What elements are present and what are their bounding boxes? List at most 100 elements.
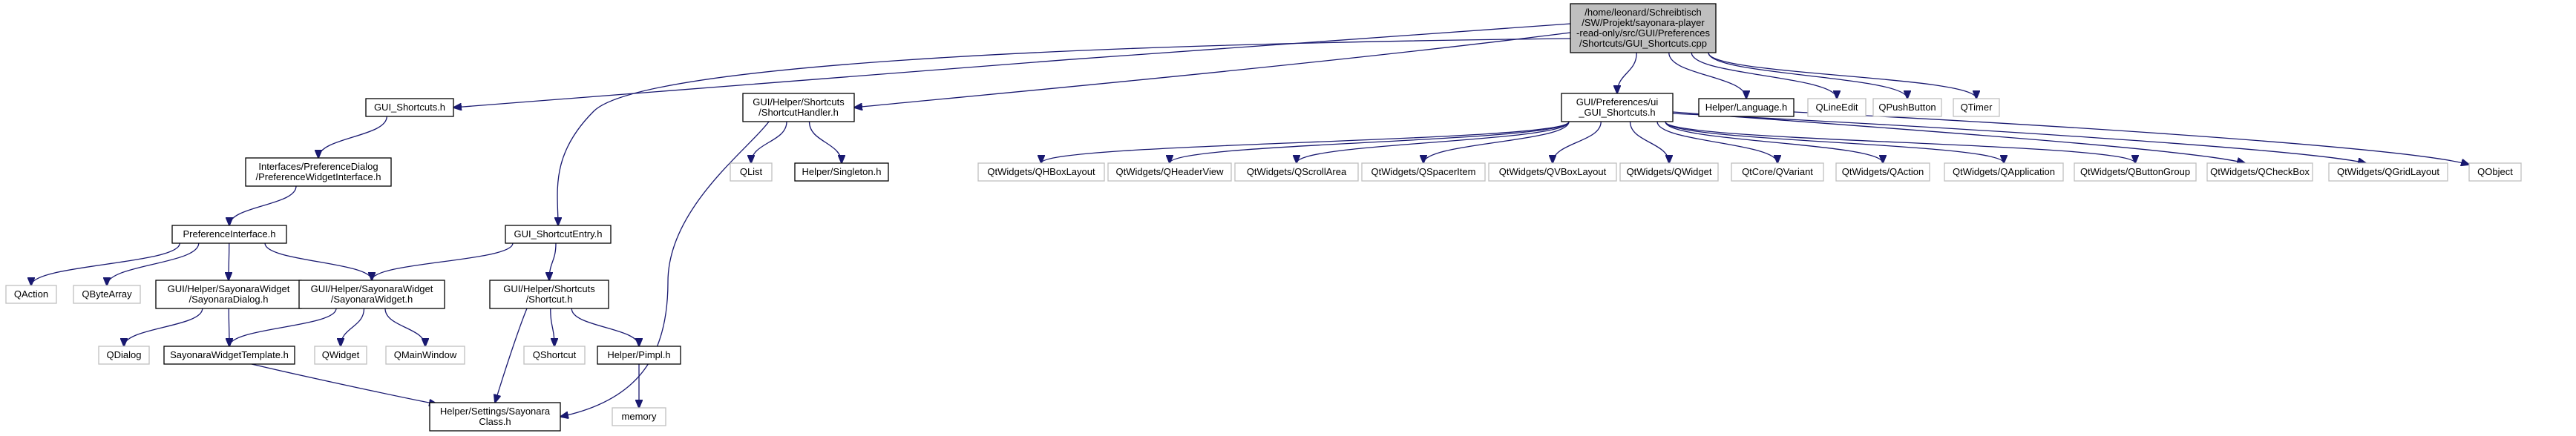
- node-shortcut-h[interactable]: GUI/Helper/Shortcuts/Shortcut.h: [489, 280, 609, 309]
- include-edge: [751, 121, 787, 163]
- node-qwidgets-qwidget: QtWidgets/QWidget: [1619, 162, 1719, 182]
- edge-root-to-shortcut-handler-h: [854, 32, 1571, 108]
- node-qshortcut: QShortcut: [523, 346, 586, 365]
- node-box: [73, 285, 141, 304]
- node-label-line: _GUI_Shortcuts.h: [1578, 107, 1655, 118]
- node-label-line: /PreferenceWidgetInterface.h: [255, 171, 381, 182]
- include-edge: [1617, 52, 1637, 93]
- edge-gui-shortcut-entry-h-to-sayonara-widget-h: [372, 242, 514, 280]
- include-edge: [549, 242, 557, 280]
- node-box: [163, 346, 295, 365]
- node-root[interactable]: /home/leonard/Schreibtisch/SW/Projekt/sa…: [1570, 3, 1717, 53]
- include-edge: [372, 242, 514, 280]
- node-label-line: GUI/Helper/SayonaraWidget: [311, 283, 433, 294]
- node-box: [171, 225, 287, 244]
- edge-ui-gui-shortcuts-h-to-qvariant: [1656, 121, 1777, 163]
- edge-sayonara-widget-h-to-qwidget: [341, 308, 365, 346]
- node-qheaderview: QtWidgets/QHeaderView: [1107, 162, 1232, 182]
- include-edge: [264, 242, 372, 280]
- node-label-line: QtCore/QVariant: [1742, 166, 1813, 177]
- node-box: [489, 280, 609, 309]
- include-edge: [1665, 121, 2135, 163]
- include-edge: [251, 363, 437, 404]
- edge-gui-shortcuts-h-to-pref-widget-interface-h: [318, 116, 387, 158]
- include-edge: [1672, 113, 2366, 163]
- node-box: [1619, 162, 1719, 182]
- node-sayonara-widget-template-h[interactable]: SayonaraWidgetTemplate.h: [163, 346, 295, 365]
- node-label-line: SayonaraWidgetTemplate.h: [170, 349, 289, 360]
- node-label-line: GUI/Helper/SayonaraWidget: [168, 283, 290, 294]
- node-box: [1107, 162, 1232, 182]
- node-ui-gui-shortcuts-h[interactable]: GUI/Preferences/ui_GUI_Shortcuts.h: [1561, 93, 1674, 122]
- include-edge: [854, 32, 1571, 108]
- edge-ui-gui-shortcuts-h-to-qaction-w: [1665, 121, 1883, 163]
- node-label-line: GUI/Preferences/ui: [1576, 96, 1659, 108]
- node-label-line: /home/leonard/Schreibtisch: [1584, 7, 1702, 18]
- node-shortcut-handler-h[interactable]: GUI/Helper/Shortcuts/ShortcutHandler.h: [742, 93, 855, 122]
- node-qscrollarea: QtWidgets/QScrollArea: [1234, 162, 1359, 182]
- node-qaction-w: QtWidgets/QAction: [1835, 162, 1930, 182]
- include-edge: [495, 308, 528, 403]
- node-sayonara-widget-h[interactable]: GUI/Helper/SayonaraWidget/SayonaraWidget…: [298, 280, 445, 309]
- include-edge: [1041, 121, 1570, 163]
- include-edge: [31, 242, 180, 285]
- include-edge: [808, 121, 842, 163]
- node-label-line: -read-only/src/GUI/Preferences: [1576, 27, 1710, 39]
- include-edge: [1672, 111, 2245, 163]
- edge-sayonara-widget-h-to-qmainwindow: [384, 308, 425, 346]
- edge-pref-widget-interface-h-to-preference-interface-h: [229, 185, 297, 225]
- node-qbuttongroup: QtWidgets/QButtonGroup: [2074, 162, 2197, 182]
- node-box: [742, 93, 855, 122]
- node-helper-language-h[interactable]: Helper/Language.h: [1698, 98, 1795, 117]
- edge-shortcut-handler-h-to-qlist: [751, 121, 787, 163]
- edge-shortcut-h-to-helper-pimpl-h: [571, 308, 639, 346]
- node-label-line: QtWidgets/QAction: [1842, 166, 1924, 177]
- edge-ui-gui-shortcuts-h-to-qapplication: [1665, 121, 2004, 163]
- node-preference-interface-h[interactable]: PreferenceInterface.h: [171, 225, 287, 244]
- node-box: [977, 162, 1105, 182]
- node-label-line: QLineEdit: [1815, 102, 1858, 113]
- node-gui-shortcuts-h[interactable]: GUI_Shortcuts.h: [365, 98, 454, 117]
- include-edge: [1793, 111, 2469, 165]
- node-gui-shortcut-entry-h[interactable]: GUI_ShortcutEntry.h: [505, 225, 612, 244]
- node-box: [1488, 162, 1617, 182]
- node-pref-widget-interface-h[interactable]: Interfaces/PreferenceDialog/PreferenceWi…: [245, 157, 392, 187]
- node-qlist: QList: [730, 162, 773, 182]
- node-box: [597, 346, 681, 365]
- node-box: [1698, 98, 1795, 117]
- edge-root-to-qpushbutton: [1708, 52, 1907, 99]
- node-qhboxlayout: QtWidgets/QHBoxLayout: [977, 162, 1105, 182]
- node-qmainwindow: QMainWindow: [385, 346, 465, 365]
- include-edge: [1665, 121, 1883, 163]
- node-label-line: Class.h: [479, 416, 511, 427]
- node-label-line: QtWidgets/QScrollArea: [1247, 166, 1347, 177]
- node-label-line: Interfaces/PreferenceDialog: [258, 161, 378, 172]
- node-sayonara-dialog-h[interactable]: GUI/Helper/SayonaraWidget/SayonaraDialog…: [155, 280, 302, 309]
- include-edge: [229, 308, 337, 346]
- node-label-line: memory: [622, 411, 657, 422]
- node-box: [730, 162, 773, 182]
- node-qdialog: QDialog: [98, 346, 150, 365]
- node-label-line: /SayonaraDialog.h: [189, 294, 269, 305]
- node-qgridlayout: QtWidgets/QGridLayout: [2328, 162, 2448, 182]
- node-box: [1944, 162, 2064, 182]
- edge-root-to-ui-gui-shortcuts-h: [1617, 52, 1637, 93]
- edge-sayonara-widget-template-h-to-sayonara-class-h: [251, 363, 437, 404]
- node-box: [1807, 98, 1867, 117]
- node-label-line: PreferenceInterface.h: [183, 228, 275, 240]
- node-qapplication: QtWidgets/QApplication: [1944, 162, 2064, 182]
- edge-preference-interface-h-to-qaction: [31, 242, 180, 285]
- edge-gui-shortcut-entry-h-to-shortcut-h: [549, 242, 557, 280]
- node-box: [314, 346, 367, 365]
- node-label-line: /Shortcuts/GUI_Shortcuts.cpp: [1579, 38, 1707, 49]
- node-label-line: QByteArray: [82, 288, 132, 300]
- include-edge: [1691, 52, 1837, 99]
- node-box: [1835, 162, 1930, 182]
- edge-ui-gui-shortcuts-h-to-qscrollarea: [1297, 121, 1570, 163]
- node-helper-pimpl-h[interactable]: Helper/Pimpl.h: [597, 346, 681, 365]
- node-box: [2468, 162, 2522, 182]
- edge-shortcut-handler-h-to-sayonara-class-h: [560, 121, 770, 417]
- node-box: [5, 285, 57, 304]
- node-helper-singleton-h[interactable]: Helper/Singleton.h: [794, 162, 889, 182]
